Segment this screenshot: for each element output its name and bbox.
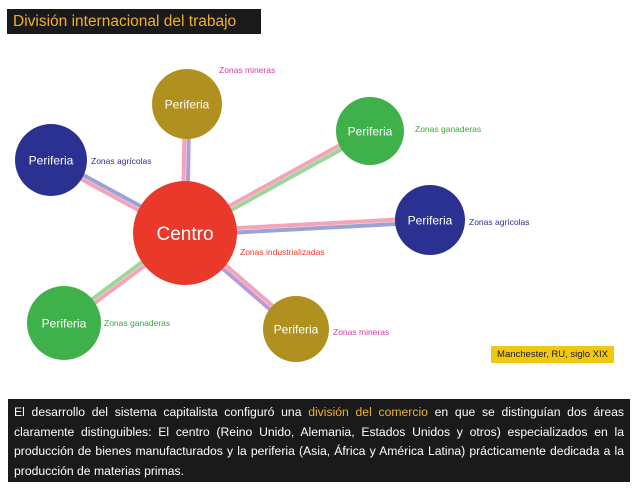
periphery-label: Periferia — [348, 125, 393, 139]
zone-label-top: Zonas mineras — [219, 65, 275, 75]
periphery-node-bottom: Periferia — [263, 296, 329, 362]
periphery-node-top: Periferia — [152, 69, 222, 139]
periphery-label: Periferia — [408, 214, 453, 228]
zone-label-right: Zonas agrícolas — [469, 217, 529, 227]
periphery-node-left: Periferia — [15, 124, 87, 196]
center-circle — [133, 181, 237, 285]
center-zone-label: Zonas industrializadas — [240, 247, 325, 257]
zone-label-top-right: Zonas ganaderas — [415, 124, 481, 134]
description-box: El desarrollo del sistema capitalista co… — [8, 399, 630, 482]
periphery-label: Periferia — [274, 323, 319, 337]
periphery-circle — [152, 69, 222, 139]
periphery-nodes: PeriferiaPeriferiaPeriferiaPeriferiaPeri… — [15, 69, 465, 362]
zone-label-bottom: Zonas mineras — [333, 327, 389, 337]
zone-label-left: Zonas agrícolas — [91, 156, 151, 166]
description-text-start: El desarrollo del sistema capitalista co… — [14, 405, 309, 419]
periphery-node-bottom-left: Periferia — [27, 286, 101, 360]
zone-label-bottom-left: Zonas ganaderas — [104, 318, 170, 328]
periphery-circle — [27, 286, 101, 360]
periphery-circle — [15, 124, 87, 196]
page-title: División internacional del trabajo — [7, 9, 261, 34]
center-node: Centro — [133, 181, 237, 285]
hub-spoke-diagram: PeriferiaPeriferiaPeriferiaPeriferiaPeri… — [15, 65, 529, 362]
description-highlight: división del comercio — [308, 405, 428, 419]
periphery-label: Periferia — [42, 317, 87, 331]
periphery-circle — [336, 97, 404, 165]
periphery-circle — [263, 296, 329, 362]
center-label: Centro — [156, 224, 213, 245]
periphery-node-top-right: Periferia — [336, 97, 404, 165]
periphery-node-right: Periferia — [395, 185, 465, 255]
periphery-label: Periferia — [29, 154, 74, 168]
description-text-end: en que se distinguían dos áreas claramen… — [14, 405, 625, 478]
periphery-label: Periferia — [165, 98, 210, 112]
periphery-circle — [395, 185, 465, 255]
place-badge: Manchester, RU, siglo XIX — [491, 346, 614, 363]
